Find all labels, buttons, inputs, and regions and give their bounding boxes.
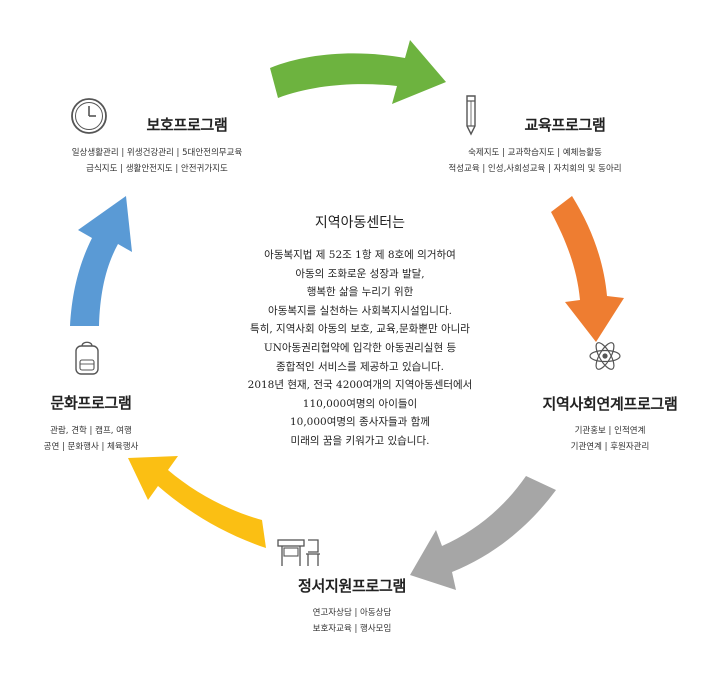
center-line: 종합적인 서비스를 제공하고 있습니다. (276, 360, 444, 373)
desk-chair-icon (277, 539, 320, 566)
center-line: 아동복지를 실천하는 사회복지시설입니다. (268, 304, 452, 317)
culture-program-title: 문화프로그램 (50, 394, 132, 412)
protection-program-line-2: 급식지도 | 생활안전지도 | 안전귀가지도 (86, 164, 228, 174)
pencil-icon (466, 95, 476, 136)
yellow-arrow (128, 456, 266, 548)
backpack-icon (75, 341, 99, 375)
center-line: 아동의 조화로운 성장과 발달, (295, 267, 425, 280)
protection-program-title: 보호프로그램 (146, 116, 228, 134)
center-line: 110,000여명의 아이들이 (302, 397, 418, 410)
gray-arrow (410, 476, 556, 590)
center-line: 아동복지법 제 52조 1항 제 8호에 의거하여 (264, 249, 456, 261)
protection-program-line-1: 일상생활관리 | 위생건강관리 | 5대안전의무교육 (71, 148, 243, 158)
community-program-title: 지역사회연계프로그램 (542, 395, 678, 413)
center-line: 미래의 꿈을 키워가고 있습니다. (290, 434, 430, 447)
education-program: 교육프로그램 숙제지도 | 교과학습지도 | 예체능활동 적성교육 | 인성,사… (430, 114, 640, 177)
center-description: 지역아동센터는 아동복지법 제 52조 1항 제 8호에 의거하여 아동의 조화… (215, 212, 505, 451)
culture-program: 문화프로그램 관람, 견학 | 캠프, 여행 공연 | 문화행사 | 체육행사 (16, 392, 166, 455)
center-line: UN아동권리협약에 입각한 아동권리실현 등 (263, 341, 457, 354)
community-program: 지역사회연계프로그램 기관홍보 | 인적연계 기관연계 | 후원자관리 (520, 393, 700, 455)
clock-icon (71, 98, 107, 134)
emotional-program-line-1: 연고자상담 | 아동상담 (312, 608, 392, 618)
community-program-line-2: 기관연계 | 후원자관리 (570, 442, 650, 452)
education-program-line-1: 숙제지도 | 교과학습지도 | 예체능활동 (468, 148, 602, 158)
community-program-line-1: 기관홍보 | 인적연계 (574, 426, 646, 436)
culture-program-line-2: 공연 | 문화행사 | 체육행사 (43, 442, 139, 452)
center-line: 행복한 삶을 누리기 위한 (306, 286, 414, 299)
center-line: 2018년 현재, 전국 4200여개의 지역아동센터에서 (247, 379, 473, 392)
emotional-program-title: 정서지원프로그램 (297, 577, 406, 595)
center-line: 10,000여명의 종사자들과 함께 (289, 416, 430, 429)
protection-program: 보호프로그램 일상생활관리 | 위생건강관리 | 5대안전의무교육 급식지도 |… (32, 114, 282, 177)
center-line: 특히, 지역사회 아동의 보호, 교육,문화뿐만 아니라 (250, 323, 470, 336)
emotional-program-line-2: 보호자교육 | 행사모임 (312, 624, 392, 634)
emotional-program: 정서지원프로그램 연고자상담 | 아동상담 보호자교육 | 행사모임 (272, 575, 432, 637)
green-arrow (270, 40, 446, 104)
atom-icon (589, 342, 621, 370)
culture-program-line-1: 관람, 견학 | 캠프, 여행 (50, 426, 132, 436)
blue-arrow (70, 196, 132, 326)
education-program-line-2: 적성교육 | 인성,사회성교육 | 자치회의 및 동아리 (448, 164, 622, 174)
orange-arrow (551, 196, 624, 342)
education-program-title: 교육프로그램 (524, 116, 606, 134)
center-title: 지역아동센터는 (314, 215, 406, 231)
